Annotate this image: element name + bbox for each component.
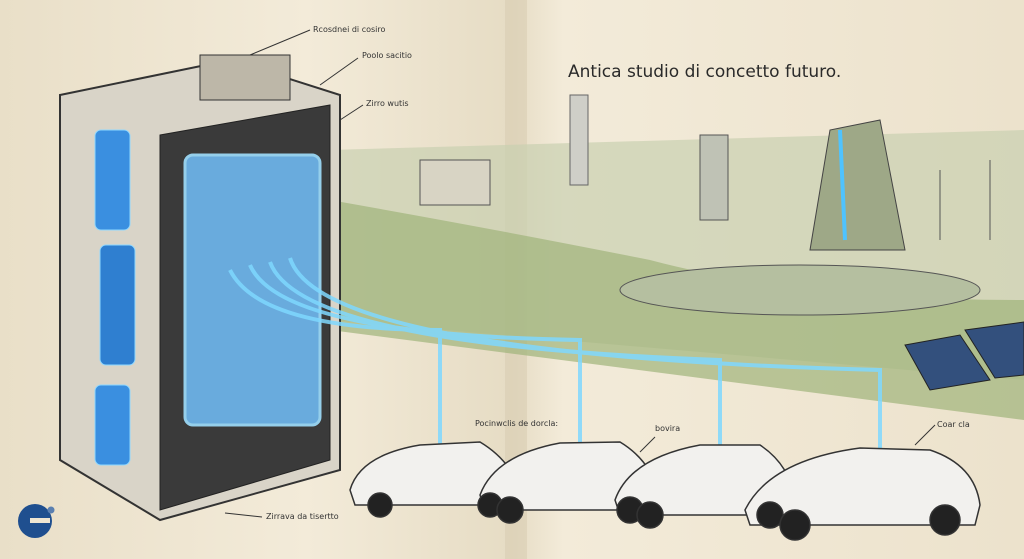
city-landscape xyxy=(330,94,1024,420)
logo-mark xyxy=(18,504,55,538)
label-charging: Pocinwclis de dorcla: xyxy=(475,419,559,428)
label-top-2: Poolo sacitio xyxy=(362,51,412,60)
battery-pack xyxy=(59,54,341,522)
leader-lines xyxy=(224,29,936,518)
page-title: Antica studio di concetto futuro. xyxy=(568,62,842,82)
label-car-2: bovira xyxy=(655,424,681,433)
label-car-4: Coar cla xyxy=(937,420,970,429)
label-top-3: Zirro wutis xyxy=(366,99,409,108)
label-top-1: Rcosdnei di cosiro xyxy=(313,25,386,34)
cars xyxy=(349,441,981,541)
label-bottom: Zirrava da tisertto xyxy=(266,512,339,521)
glowing-cables xyxy=(228,257,882,455)
